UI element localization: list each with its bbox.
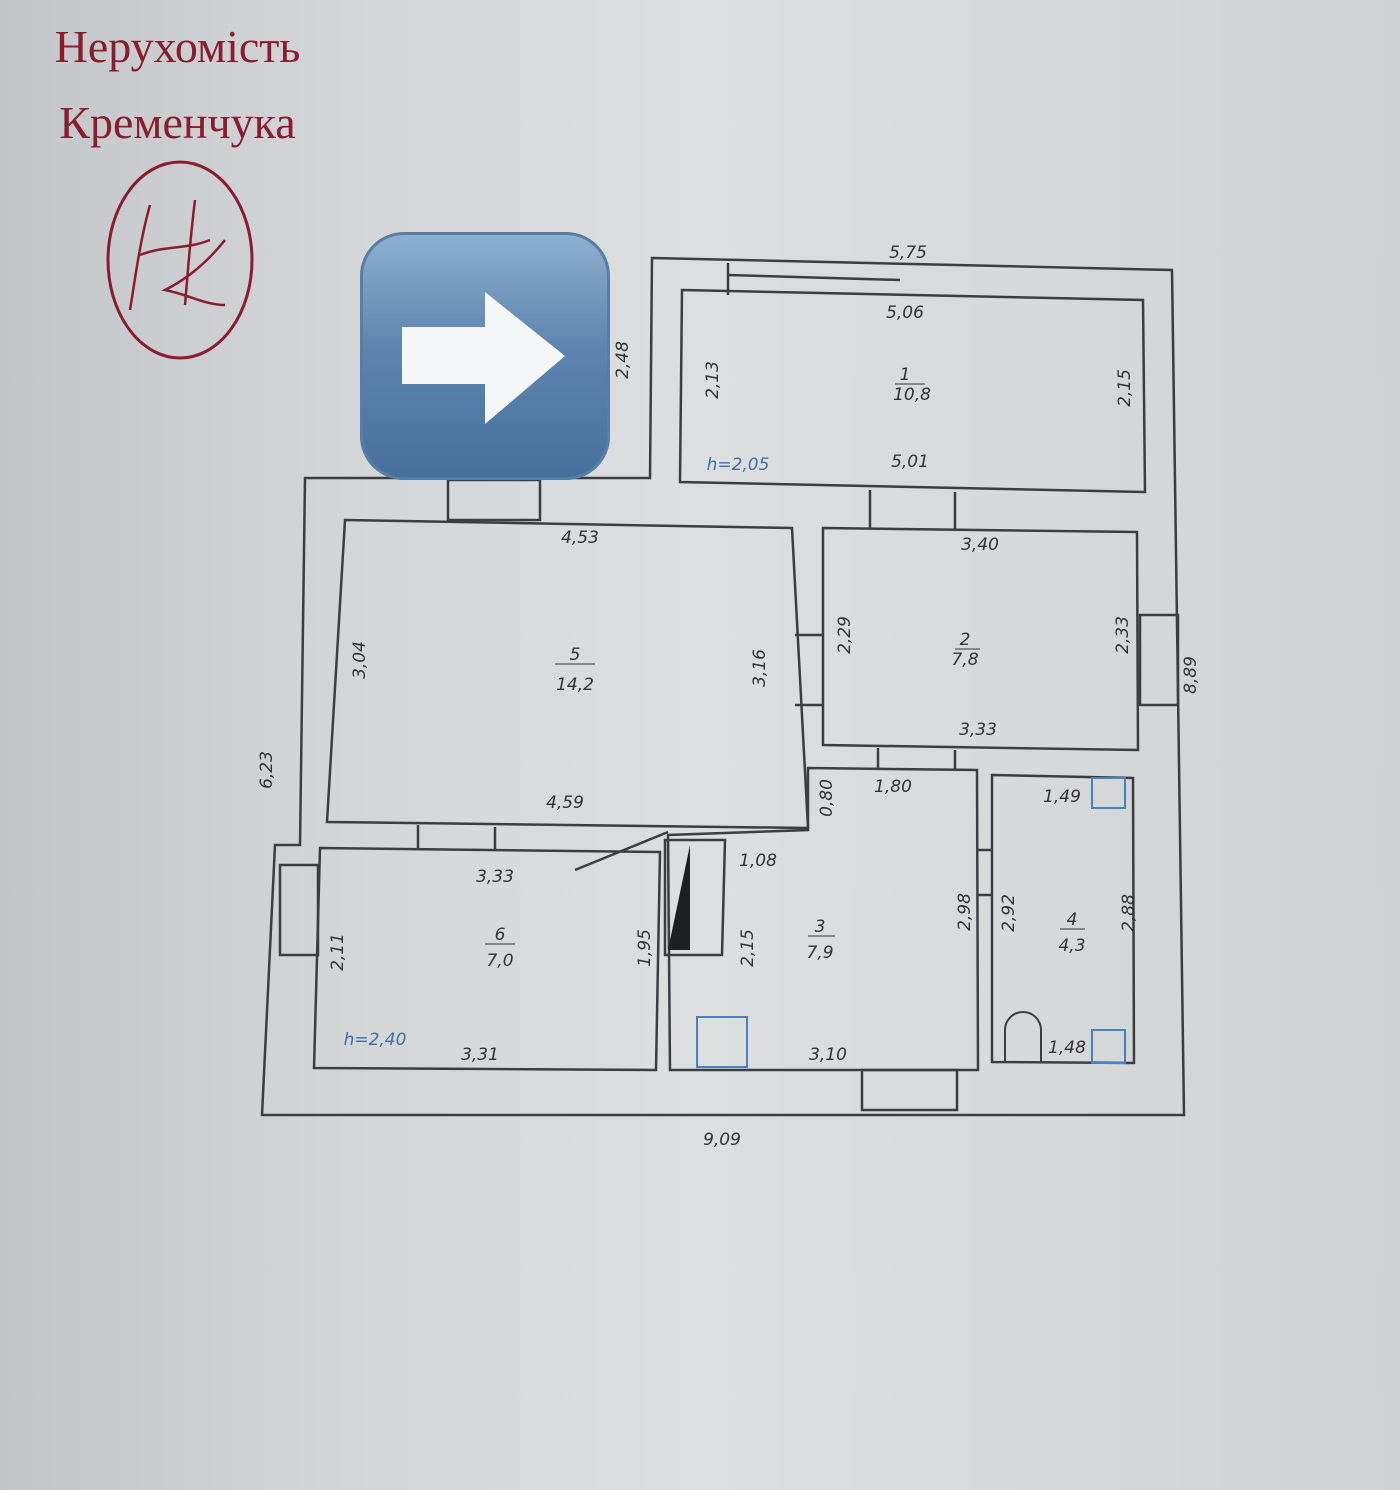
dimension-label: 1,95 bbox=[635, 929, 655, 967]
room-1-area: 10,8 bbox=[893, 385, 931, 405]
dimension-label: 6,23 bbox=[257, 751, 277, 789]
room-4-area: 4,3 bbox=[1058, 936, 1085, 956]
dimension-label: 3,16 bbox=[750, 649, 770, 687]
ceiling-height-bottom: h=2,40 bbox=[344, 1030, 407, 1050]
room-4-number: 4 bbox=[1067, 910, 1078, 930]
stove-icon bbox=[668, 845, 690, 950]
dimension-label: 0,80 bbox=[817, 779, 837, 817]
toilet-icon bbox=[1004, 1011, 1042, 1062]
dimension-label: 3,33 bbox=[476, 867, 514, 887]
window-6 bbox=[278, 863, 320, 957]
dimension-label: 1,48 bbox=[1048, 1038, 1086, 1058]
bath-icon bbox=[1091, 1029, 1126, 1064]
walls bbox=[260, 256, 1186, 1117]
dimension-labels: 5,75 9,09 6,23 8,89 2,48 5,06 5,01 2,13 … bbox=[257, 243, 1201, 1150]
logo-monogram-emblem bbox=[106, 160, 254, 360]
room-1-outline bbox=[678, 288, 1147, 494]
room-1-number: 1 bbox=[900, 365, 911, 385]
dimension-label: 2,15 bbox=[1115, 369, 1135, 407]
window-5 bbox=[446, 478, 542, 522]
window-3 bbox=[860, 1068, 959, 1112]
room-4-outline bbox=[990, 773, 1136, 1065]
logo-line-2: Кременчука bbox=[59, 97, 296, 148]
dimension-label: 5,01 bbox=[891, 452, 929, 472]
dimension-label: 3,10 bbox=[809, 1045, 847, 1065]
dimension-label: 2,13 bbox=[703, 361, 723, 399]
dimension-label: 1,49 bbox=[1043, 787, 1081, 807]
company-logo: Нерухомість Кременчука bbox=[0, 0, 360, 370]
ceiling-height-top: h=2,05 bbox=[707, 455, 770, 475]
dimension-label: 1,80 bbox=[874, 777, 912, 797]
room-5-outline bbox=[325, 518, 810, 830]
dimension-label: 3,04 bbox=[350, 641, 370, 679]
room-6-area: 7,0 bbox=[486, 951, 513, 971]
room-2-area: 7,8 bbox=[951, 650, 978, 670]
room-2-number: 2 bbox=[960, 630, 971, 650]
dimension-label: 2,15 bbox=[738, 929, 758, 967]
dimension-label: 3,31 bbox=[461, 1045, 499, 1065]
room-5-number: 5 bbox=[570, 645, 581, 665]
window-2 bbox=[1138, 613, 1180, 707]
dimension-label: 4,53 bbox=[561, 528, 599, 548]
dimension-label: 2,33 bbox=[1113, 616, 1133, 654]
room-3-outline bbox=[666, 766, 980, 1072]
room-2-outline bbox=[821, 526, 1140, 752]
sink-icon bbox=[696, 1016, 748, 1068]
dimension-label: 2,29 bbox=[835, 616, 855, 654]
dimension-label: 3,33 bbox=[959, 720, 997, 740]
dimension-label: 1,08 bbox=[739, 851, 777, 871]
dimension-label: 3,40 bbox=[961, 535, 999, 555]
dimension-label: 2,92 bbox=[999, 894, 1019, 932]
shower-icon bbox=[1091, 777, 1126, 809]
room-5-area: 14,2 bbox=[556, 675, 594, 695]
room-6-outline bbox=[312, 846, 662, 1072]
dimension-label: 2,11 bbox=[328, 933, 348, 971]
dimension-label: 8,89 bbox=[1181, 656, 1201, 694]
dimension-label: 2,98 bbox=[955, 893, 975, 931]
right-arrow-icon bbox=[402, 292, 565, 424]
room-3-area: 7,9 bbox=[806, 943, 833, 963]
room-labels: 1 10,8 2 7,8 3 7,9 4 4,3 5 14,2 6 7,0 h=… bbox=[344, 365, 1086, 1050]
dimension-label: 5,75 bbox=[889, 243, 927, 263]
dimension-label: 2,88 bbox=[1119, 894, 1139, 932]
dimension-label: 4,59 bbox=[546, 793, 584, 813]
logo-line-1: Нерухомість bbox=[54, 21, 301, 72]
dimension-label: 9,09 bbox=[703, 1130, 741, 1150]
room-3-number: 3 bbox=[815, 917, 826, 937]
dimension-label: 5,06 bbox=[886, 303, 924, 323]
next-arrow-button[interactable] bbox=[360, 232, 610, 480]
dimension-label: 2,48 bbox=[613, 341, 633, 379]
room-6-number: 6 bbox=[495, 925, 506, 945]
